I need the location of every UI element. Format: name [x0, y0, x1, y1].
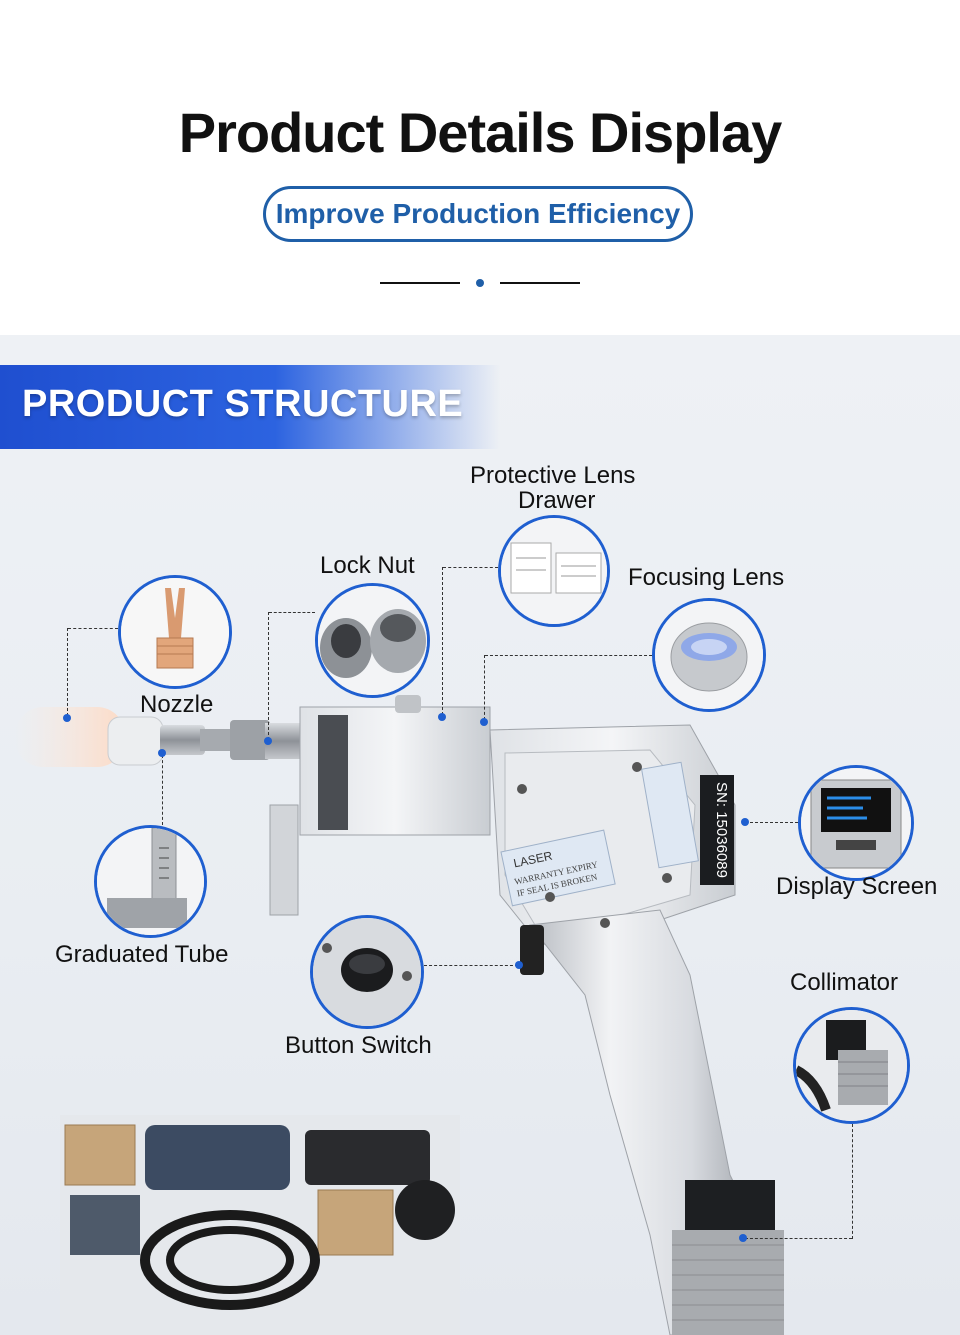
button-switch-image [313, 918, 421, 1026]
collimator-image [796, 1010, 907, 1121]
collimator-label: Collimator [790, 969, 899, 996]
display-screen-image [801, 768, 911, 878]
focusing-lens-image [655, 601, 763, 709]
display-screen-leader-h [745, 822, 798, 823]
graduated-tube-point [158, 749, 166, 757]
divider-left [380, 282, 460, 284]
button-switch-point [515, 961, 523, 969]
display-screen-callout [798, 765, 914, 881]
graduated-tube-callout [94, 825, 207, 938]
collimator-leader-h [745, 1238, 852, 1239]
page-title: Product Details Display [178, 101, 783, 164]
protective-lens-leader-v [442, 567, 443, 715]
focusing-lens-leader-v [484, 655, 485, 720]
protective-lens-leader-h [443, 567, 498, 568]
graduated-tube-label: Graduated Tube [55, 941, 229, 968]
protective-lens-callout [498, 515, 610, 627]
protective-lens-label-2: Drawer [518, 487, 596, 514]
collimator-point [739, 1234, 747, 1242]
display-screen-label: Display Screen [776, 873, 938, 900]
collimator-leader-v [852, 1124, 853, 1239]
nozzle-leader-h [68, 628, 118, 629]
nozzle-callout [118, 575, 232, 689]
graduated-tube-leader-v [162, 755, 163, 825]
lock-nut-leader-h [269, 612, 315, 613]
nozzle-leader-v [67, 628, 68, 716]
header: Product Details Display Improve Producti… [0, 0, 960, 335]
focusing-lens-label: Focusing Lens [628, 564, 785, 591]
subtitle-pill: Improve Production Efficiency [263, 186, 693, 242]
product-structure-section: PRODUCT STRUCTURE [0, 335, 960, 1335]
welding-gun-image: SN: 15036089 LASER WARRANTY EXPIRY IF SE… [15, 695, 784, 1335]
divider-dot [476, 279, 484, 287]
button-switch-label: Button Switch [285, 1032, 432, 1059]
focusing-lens-callout [652, 598, 766, 712]
focusing-lens-point [480, 718, 488, 726]
nozzle-point [63, 714, 71, 722]
lock-nut-image [318, 586, 427, 695]
serial-number: SN: 15036089 [713, 782, 730, 878]
section-banner: PRODUCT STRUCTURE [0, 365, 500, 449]
lock-nut-callout [315, 583, 430, 698]
display-screen-point [741, 818, 749, 826]
graduated-tube-image [97, 828, 204, 935]
nozzle-image [121, 578, 229, 686]
protective-lens-point [438, 713, 446, 721]
button-switch-leader-h [424, 965, 518, 966]
section-banner-title: PRODUCT STRUCTURE [22, 383, 464, 425]
lock-nut-leader-v [268, 612, 269, 740]
collimator-callout [793, 1007, 910, 1124]
lock-nut-label: Lock Nut [320, 552, 415, 579]
lock-nut-point [264, 737, 272, 745]
protective-lens-label-1: Protective Lens [470, 462, 636, 489]
button-switch-callout [310, 915, 424, 1029]
protective-lens-drawer-image [501, 518, 607, 624]
focusing-lens-leader-h [485, 655, 652, 656]
divider-right [500, 282, 580, 284]
nozzle-label: Nozzle [140, 691, 214, 718]
